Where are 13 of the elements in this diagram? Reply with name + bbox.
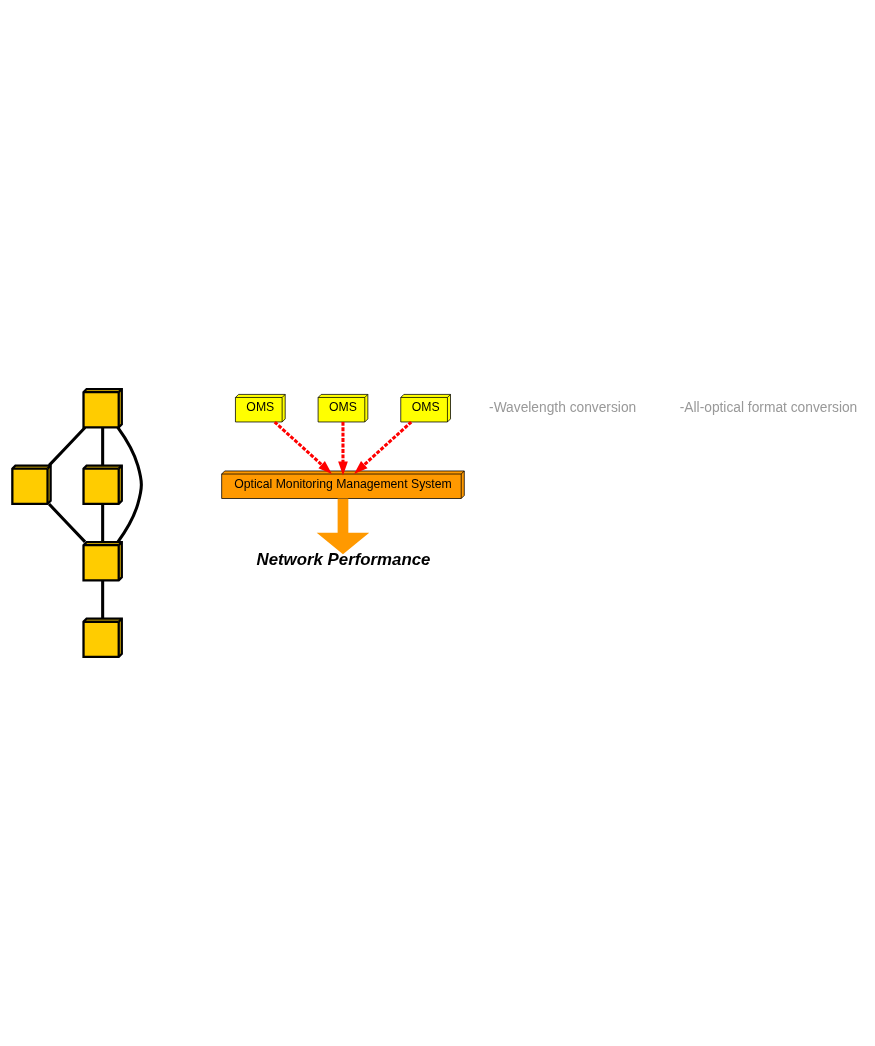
- connector: [101, 580, 105, 619]
- connector: [101, 504, 105, 542]
- arrow: [273, 420, 332, 474]
- connector: [116, 426, 143, 543]
- arrow: [354, 420, 413, 474]
- arrow: [316, 498, 370, 555]
- node-text: Network Performance: [256, 549, 431, 569]
- label: -Wavelength conversion: [489, 399, 637, 415]
- arrow: [338, 422, 348, 476]
- label: -All-optical format conversion: [679, 399, 858, 415]
- connector: [47, 502, 87, 543]
- connector: [48, 426, 87, 467]
- connector: [101, 427, 105, 466]
